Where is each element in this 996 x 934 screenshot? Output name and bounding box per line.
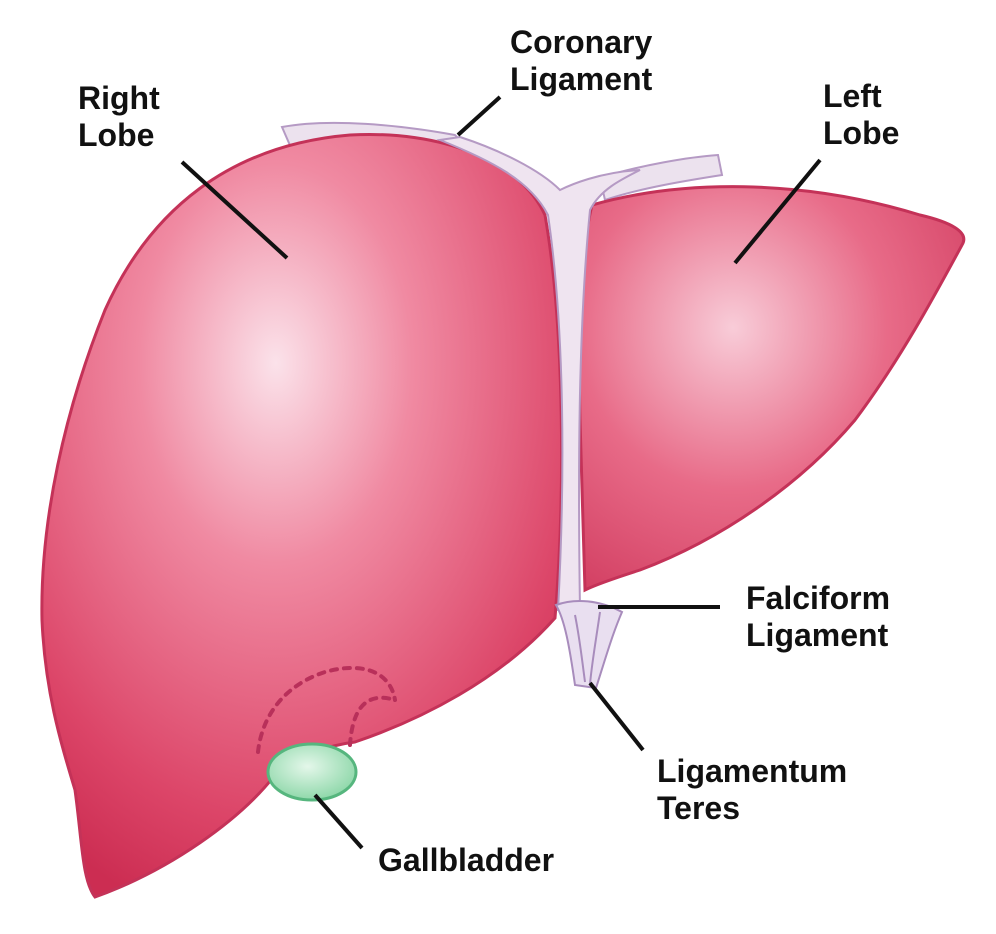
label-coronary-ligament: Coronary Ligament	[510, 24, 652, 98]
label-left-lobe-line2: Lobe	[823, 115, 900, 151]
leader-line-left-lobe	[733, 158, 822, 265]
label-coronary-ligament-line2: Ligament	[510, 61, 653, 97]
label-left-lobe: Left Lobe	[823, 78, 899, 152]
label-right-lobe-line2: Lobe	[78, 117, 155, 153]
label-right-lobe-line1: Right	[78, 80, 160, 116]
leader-line-right-lobe	[180, 160, 289, 260]
leader-line-ligamentum-teres	[588, 681, 645, 752]
label-ligamentum-teres: Ligamentum Teres	[657, 753, 847, 827]
leader-line-coronary-ligament	[456, 95, 502, 137]
gallbladder-bed-outline	[256, 665, 397, 754]
label-left-lobe-line1: Left	[823, 78, 882, 114]
label-right-lobe: Right Lobe	[78, 80, 160, 154]
right-lobe-shape	[40, 132, 564, 899]
left-lobe-shape	[577, 185, 966, 593]
label-falciform-ligament-line1: Falciform	[746, 580, 891, 616]
label-falciform-ligament: Falciform Ligament	[746, 580, 890, 654]
label-coronary-ligament-line1: Coronary	[510, 24, 653, 60]
ligamentum-teres-shape	[554, 600, 624, 690]
ligamentum-teres-strands	[574, 611, 601, 685]
label-ligamentum-teres-line1: Ligamentum	[657, 753, 848, 789]
coronary-ligament-tuft-left	[598, 153, 724, 202]
falciform-ligament-band	[436, 135, 641, 611]
leader-line-gallbladder	[313, 793, 364, 850]
label-ligamentum-teres-line2: Teres	[657, 790, 741, 826]
label-gallbladder-text: Gallbladder	[378, 842, 555, 878]
label-gallbladder: Gallbladder	[378, 842, 554, 879]
gallbladder-shape	[266, 742, 358, 802]
label-falciform-ligament-line2: Ligament	[746, 617, 889, 653]
